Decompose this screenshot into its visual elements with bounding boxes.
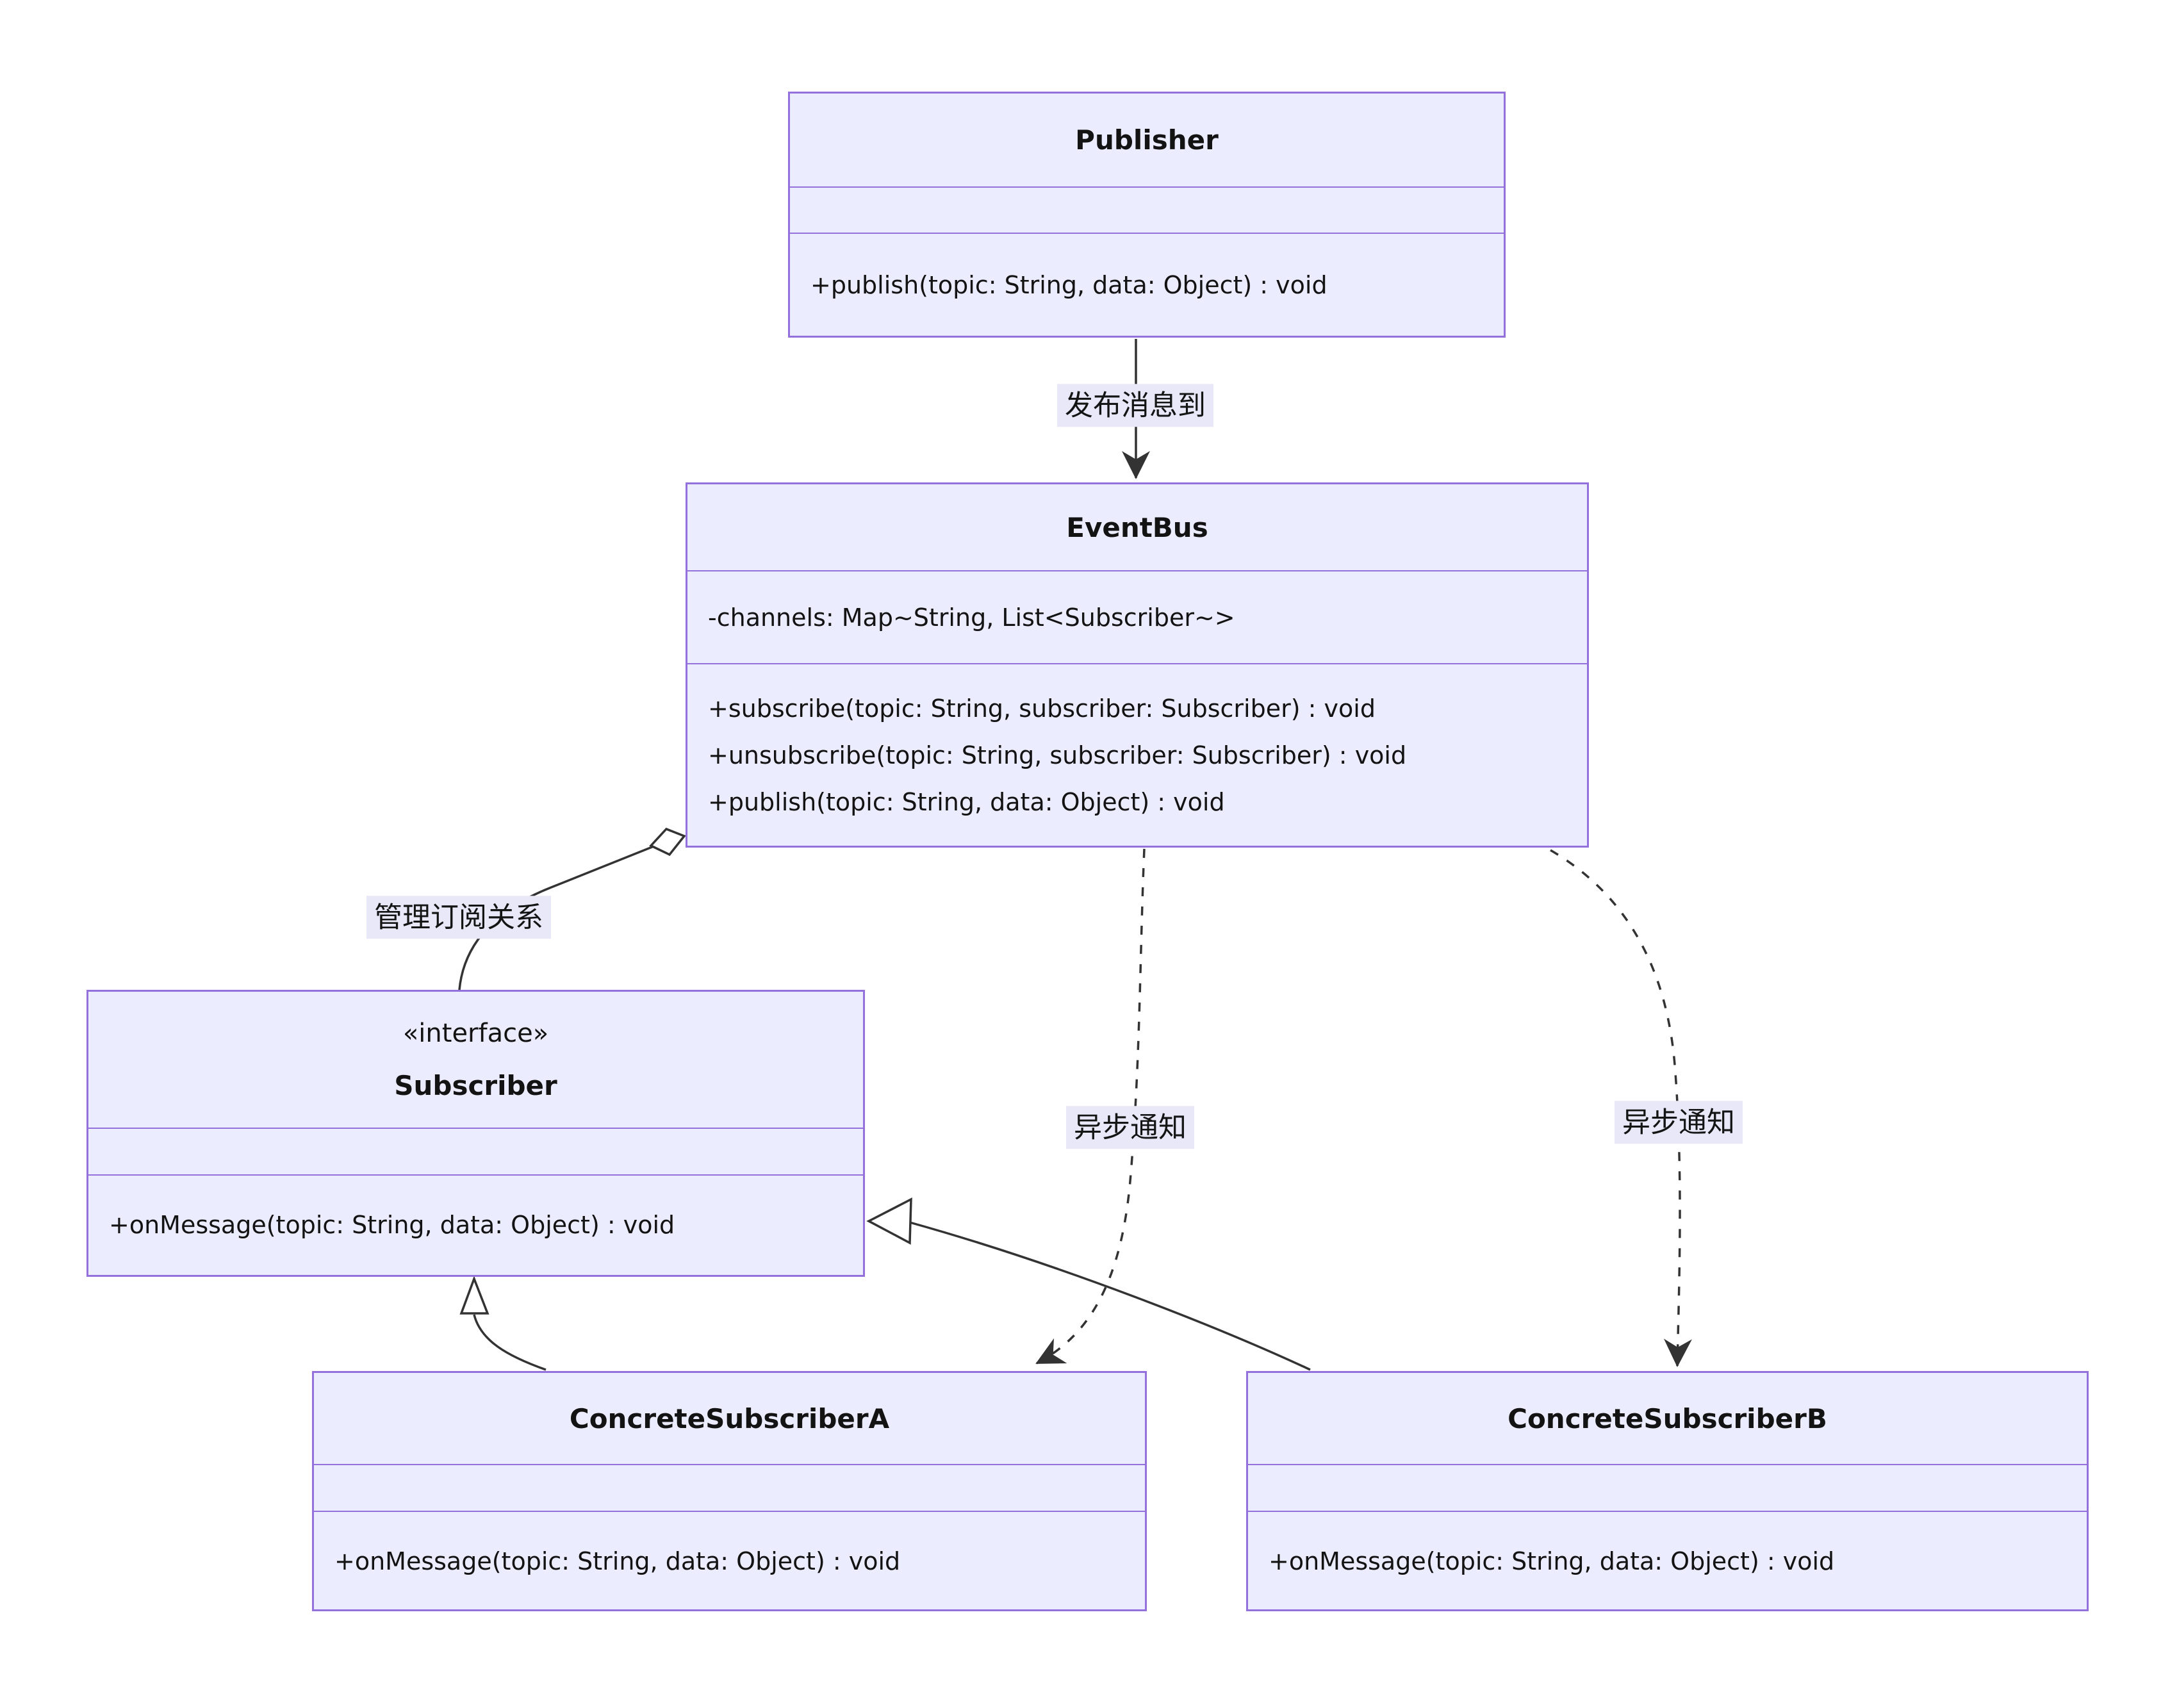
class-methods-publisher: +publish(topic: String, data: Object) : … [790,233,1504,336]
edge-subscriber-a-realization [473,1314,547,1371]
class-methods-subscriber: +onMessage(topic: String, data: Object) … [88,1174,863,1274]
method-label: +onMessage(topic: String, data: Object) … [334,1547,901,1575]
method-label: +unsubscribe(topic: String, subscriber: … [708,741,1407,769]
class-methods-concrete-subscriber-a: +onMessage(topic: String, data: Object) … [314,1511,1145,1610]
class-title-concrete-subscriber-b: ConcreteSubscriberB [1508,1402,1827,1434]
method-label: +subscribe(topic: String, subscriber: Su… [708,694,1376,723]
edge-subscriber-b-realization [909,1221,1311,1371]
realization-triangle-b-icon [866,1197,912,1245]
edge-label-async-notify-a: 异步通知 [1066,1106,1194,1149]
method-label: +publish(topic: String, data: Object) : … [708,788,1225,816]
class-attributes-subscriber [88,1128,863,1174]
class-node-subscriber: «interface» Subscriber +onMessage(topic:… [86,990,865,1277]
class-node-concrete-subscriber-b: ConcreteSubscriberB +onMessage(topic: St… [1246,1371,2089,1611]
edge-label-async-notify-b: 异步通知 [1615,1101,1743,1144]
realization-triangle-a-icon [459,1276,489,1315]
class-attributes-concrete-subscriber-b [1248,1464,2087,1511]
class-node-concrete-subscriber-a: ConcreteSubscriberA +onMessage(topic: St… [312,1371,1147,1611]
class-title-eventbus: EventBus [1066,511,1208,543]
edge-label-manage-subscriptions: 管理订阅关系 [366,896,551,939]
stereotype-label: «interface» [402,1018,549,1048]
class-attributes-publisher [790,186,1504,233]
edge-eventbus-to-subscriber-a-dashed [1035,848,1146,1365]
class-methods-concrete-subscriber-b: +onMessage(topic: String, data: Object) … [1248,1511,2087,1610]
method-label: +publish(topic: String, data: Object) : … [810,271,1327,299]
class-node-eventbus: EventBus -channels: Map~String, List<Sub… [686,482,1589,848]
method-label: +onMessage(topic: String, data: Object) … [109,1210,675,1239]
class-name-label: Subscriber [394,1069,557,1101]
class-title-subscriber: «interface» Subscriber [88,992,863,1128]
class-attributes-concrete-subscriber-a [314,1464,1145,1511]
edge-label-publish-message: 发布消息到 [1057,384,1213,427]
class-title-publisher: Publisher [1075,124,1219,156]
class-attributes-eventbus: -channels: Map~String, List<Subscriber~> [687,570,1587,663]
aggregation-diamond-icon [649,827,686,857]
attribute-label: -channels: Map~String, List<Subscriber~> [708,603,1235,632]
edge-eventbus-to-subscriber-b-dashed [1550,849,1692,1367]
method-label: +onMessage(topic: String, data: Object) … [1269,1547,1835,1575]
class-title-concrete-subscriber-a: ConcreteSubscriberA [569,1402,890,1434]
class-node-publisher: Publisher +publish(topic: String, data: … [788,92,1506,338]
class-methods-eventbus: +subscribe(topic: String, subscriber: Su… [687,663,1587,846]
